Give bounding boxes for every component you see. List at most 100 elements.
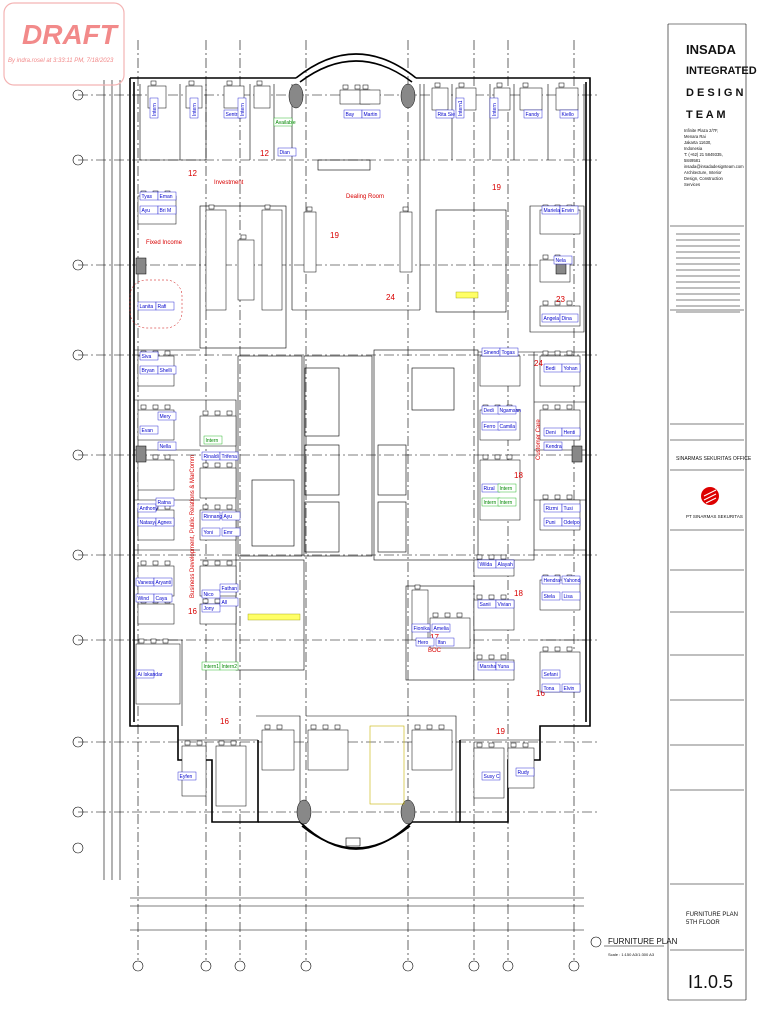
name-tag-fandy: Fandy — [523, 109, 543, 119]
name-tag-jony: Jony — [201, 603, 221, 613]
address-line: Indonesia — [684, 146, 703, 151]
svg-text:12: 12 — [260, 149, 269, 158]
svg-text:Trifena: Trifena — [222, 454, 238, 460]
svg-text:Natasya: Natasya — [140, 520, 159, 526]
name-tag-natasya: Natasya — [137, 517, 159, 527]
svg-text:Camila: Camila — [500, 424, 516, 430]
svg-text:Intern1: Intern1 — [458, 100, 464, 116]
vertical-tag-intern1: Intern1 — [455, 97, 465, 119]
svg-text:Intern: Intern — [206, 438, 219, 444]
svg-text:Nela: Nela — [556, 258, 567, 264]
svg-text:Ngamsan: Ngamsan — [500, 408, 522, 414]
name-tag-kiello: Kiello — [559, 109, 579, 119]
address-line: Infinite Plaza 2/7F, — [684, 128, 718, 133]
drawing-title-text: FURNITURE PLAN — [608, 937, 678, 946]
name-tag-tusi: Tusi — [561, 503, 581, 513]
svg-text:Aryanti: Aryanti — [156, 580, 172, 586]
name-tag-camila: Camila — [497, 421, 517, 431]
svg-text:Ferro: Ferro — [484, 424, 496, 430]
name-tag-bm: Bri M — [157, 205, 177, 215]
zone-numbers: 12 12 19 19 24 23 24 18 18 16 16 17 19 1… — [188, 149, 565, 736]
name-tag-envin: Envin — [559, 205, 579, 215]
svg-text:Caya: Caya — [156, 596, 168, 602]
svg-text:Intern: Intern — [484, 500, 497, 506]
svg-text:Agnes: Agnes — [158, 520, 173, 526]
svg-text:Bryan: Bryan — [142, 368, 155, 374]
name-tag-bryan: Bryan — [139, 365, 159, 375]
columns — [135, 83, 583, 825]
name-tag-wilda: Wilda — [477, 559, 497, 569]
svg-text:Available: Available — [276, 120, 296, 126]
draft-watermark: DRAFT By indra.rosel at 3:33:11 PM, 7/18… — [3, 2, 125, 86]
svg-text:18: 18 — [514, 471, 523, 480]
svg-text:Dian: Dian — [280, 150, 291, 156]
svg-text:16: 16 — [220, 717, 229, 726]
svg-text:24: 24 — [386, 293, 395, 302]
grid-bubbles — [72, 89, 580, 972]
name-tag-yohan: Yohan — [561, 363, 581, 373]
name-tag-trifena: Trifena — [219, 451, 239, 461]
svg-text:Ayu: Ayu — [224, 514, 233, 520]
vertical-tag-intern_c: Intern — [237, 97, 247, 119]
svg-text:Odelpo: Odelpo — [564, 520, 580, 526]
name-tag-fionika: Fionika — [411, 623, 431, 633]
project-name: SINARMAS SEKURITAS OFFICE — [676, 456, 752, 462]
furniture — [135, 80, 581, 807]
svg-text:Wind: Wind — [138, 596, 150, 602]
svg-text:Rizal: Rizal — [484, 486, 495, 492]
svg-text:Rafi: Rafi — [158, 304, 167, 310]
svg-text:19: 19 — [492, 183, 501, 192]
svg-text:Anthony: Anthony — [140, 506, 159, 512]
svg-text:Ayu: Ayu — [142, 208, 151, 214]
name-tag-agnes: Agnes — [155, 517, 175, 527]
name-tag-amelia: Amelia — [431, 623, 451, 633]
name-tag-deni: Deni — [543, 427, 563, 437]
name-tag-rizal: Rizal — [481, 483, 501, 493]
svg-text:Evan: Evan — [142, 428, 154, 434]
name-tag-ngamsan: Ngamsan — [497, 405, 522, 415]
svg-text:16: 16 — [536, 689, 545, 698]
name-tag-rudy: Rudy — [515, 767, 535, 777]
info-tag-2 — [247, 613, 301, 621]
name-tag-togas: Togas — [499, 347, 519, 357]
name-tag-ayu2: Ayu — [221, 511, 241, 521]
name-tag-intern1: Intern1 — [201, 661, 221, 671]
name-tag-intern_a: Intern — [481, 497, 501, 507]
address-line: Jakarta 11630, — [684, 140, 711, 145]
customer-care-label: Customer Care — [536, 419, 542, 460]
svg-text:Deni: Deni — [546, 430, 556, 436]
svg-text:Tona: Tona — [544, 686, 555, 692]
svg-text:Mariela: Mariela — [544, 208, 561, 214]
svg-text:Wilda: Wilda — [480, 562, 493, 568]
svg-text:Intern: Intern — [492, 103, 498, 116]
svg-text:Intern: Intern — [192, 103, 198, 116]
draft-subtitle: By indra.rosel at 3:33:11 PM, 7/18/2023 — [8, 58, 114, 64]
name-tag-kendra: Kendra — [543, 441, 563, 451]
firm-name-4: T E A M — [686, 109, 726, 121]
sheet-number: I1.0.5 — [688, 972, 733, 992]
sheet-title-1: FURNITURE PLAN — [686, 912, 738, 918]
address-line: 5849581 — [684, 158, 701, 163]
svg-text:Ai Iskandar: Ai Iskandar — [138, 672, 163, 678]
svg-text:Vanessa: Vanessa — [138, 580, 157, 586]
svg-text:18: 18 — [514, 589, 523, 598]
name-tag-stela: Stela — [541, 591, 561, 601]
title-block: INSADA INTEGRATED D E S I G N T E A M In… — [670, 42, 757, 992]
name-tag-anthony: Anthony — [137, 503, 159, 513]
address-line: Menara Rai — [684, 134, 706, 139]
client-logo — [701, 487, 719, 505]
name-tag-all: All — [219, 597, 239, 607]
svg-text:Rinaldi: Rinaldi — [204, 454, 219, 460]
name-tag-mariela: Mariela — [541, 205, 561, 215]
svg-text:Alayah: Alayah — [498, 562, 514, 568]
svg-text:All: All — [222, 600, 228, 606]
svg-text:Yuna: Yuna — [498, 664, 510, 670]
svg-text:Hero: Hero — [418, 640, 429, 646]
svg-text:Rizmi: Rizmi — [546, 506, 559, 512]
name-tag-ayu: Ayu — [139, 205, 159, 215]
address-line: Services — [684, 182, 700, 187]
fixed-income-label: Fixed Income — [146, 240, 183, 246]
dealing-room-label: Dealing Room — [346, 194, 384, 200]
svg-text:Rinnang: Rinnang — [204, 514, 223, 520]
name-tag-intern2: Intern2 — [219, 661, 239, 671]
